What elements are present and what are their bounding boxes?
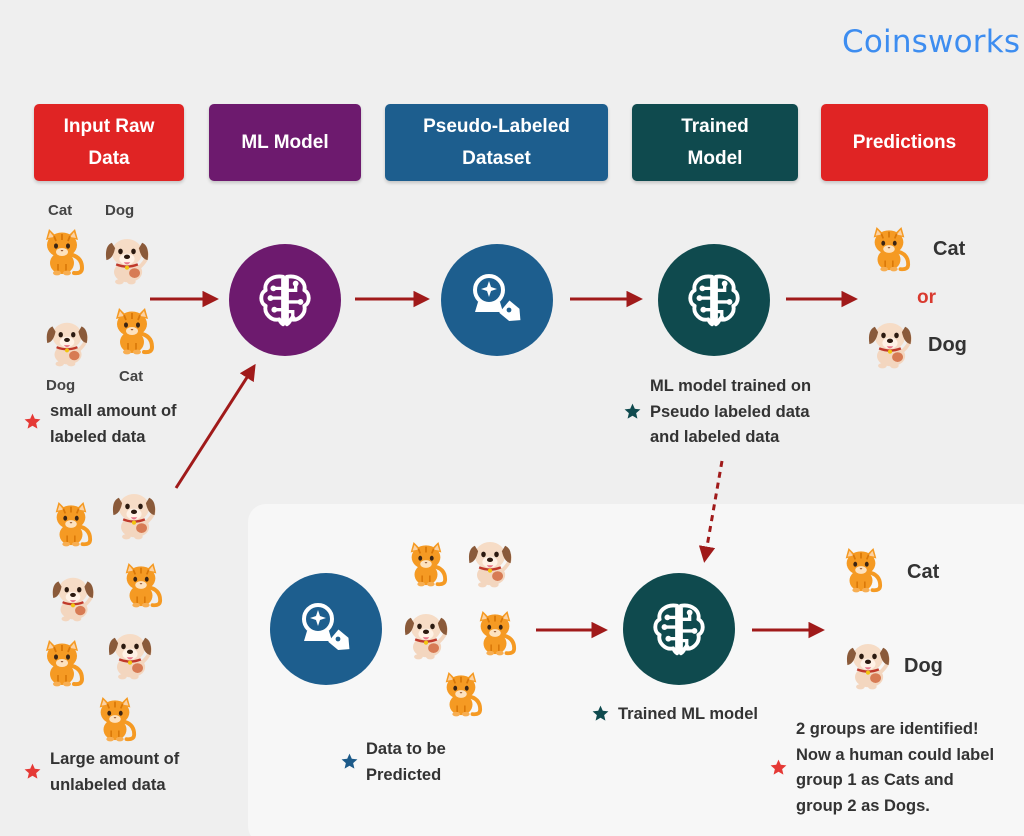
arrow-right-icon [174,363,256,489]
result-cat: Cat [907,561,940,583]
header-predictions: Predictions [821,104,988,181]
trained-model-circle [658,244,770,356]
trained-model-circle [623,573,735,685]
label-dog: Dog [105,202,135,219]
brand-logo: Coinsworks [842,24,1021,60]
arrow-right-icon [698,460,724,563]
header-ml-model: ML Model [209,104,361,181]
pseudo-labeled-circle [270,573,382,685]
prediction-cat: Cat [933,238,966,260]
prediction-or: or [917,287,936,308]
note-trained-model: Trained ML model [618,705,758,723]
note-groups-identified: 2 groups are identified!Now a human coul… [796,720,995,815]
pseudo-labeled-circle [441,244,553,356]
ml-model-circle [229,244,341,356]
prediction-panel [248,504,1024,836]
label-dog: Dog [46,377,76,394]
result-dog: Dog [904,655,943,677]
label-cat: Cat [48,202,73,219]
label-cat: Cat [119,368,144,385]
prediction-dog: Dog [928,334,967,356]
